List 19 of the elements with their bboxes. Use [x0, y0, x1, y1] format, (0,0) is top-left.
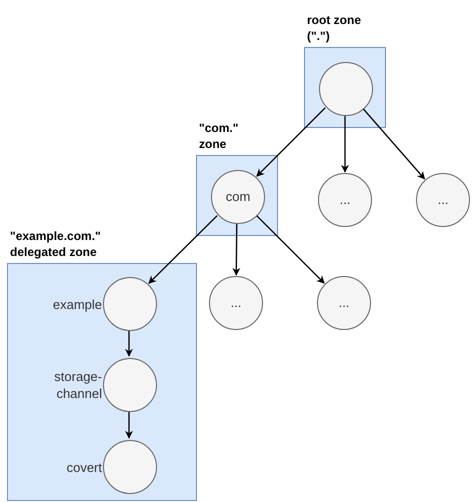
node-label: storage-channel — [53, 368, 102, 402]
arrow — [125, 412, 133, 439]
node-label: example — [52, 296, 102, 312]
node-label: com — [226, 188, 250, 206]
arrow — [125, 331, 133, 357]
arrow — [256, 215, 325, 284]
zone-heading: "example.com." delegated zone — [10, 228, 102, 260]
arrow — [256, 107, 326, 177]
node-label: ... — [338, 294, 350, 312]
arrow — [232, 224, 240, 276]
node-label: ... — [438, 191, 448, 210]
node-label: ... — [230, 294, 242, 312]
node-label: ... — [340, 191, 350, 210]
arrow — [362, 108, 426, 180]
arrow — [341, 116, 349, 173]
zone-heading: "com." zone — [199, 120, 240, 152]
node-label: covert — [66, 458, 102, 476]
zone-heading: root zone (".") — [307, 12, 362, 44]
arrow — [148, 215, 218, 284]
